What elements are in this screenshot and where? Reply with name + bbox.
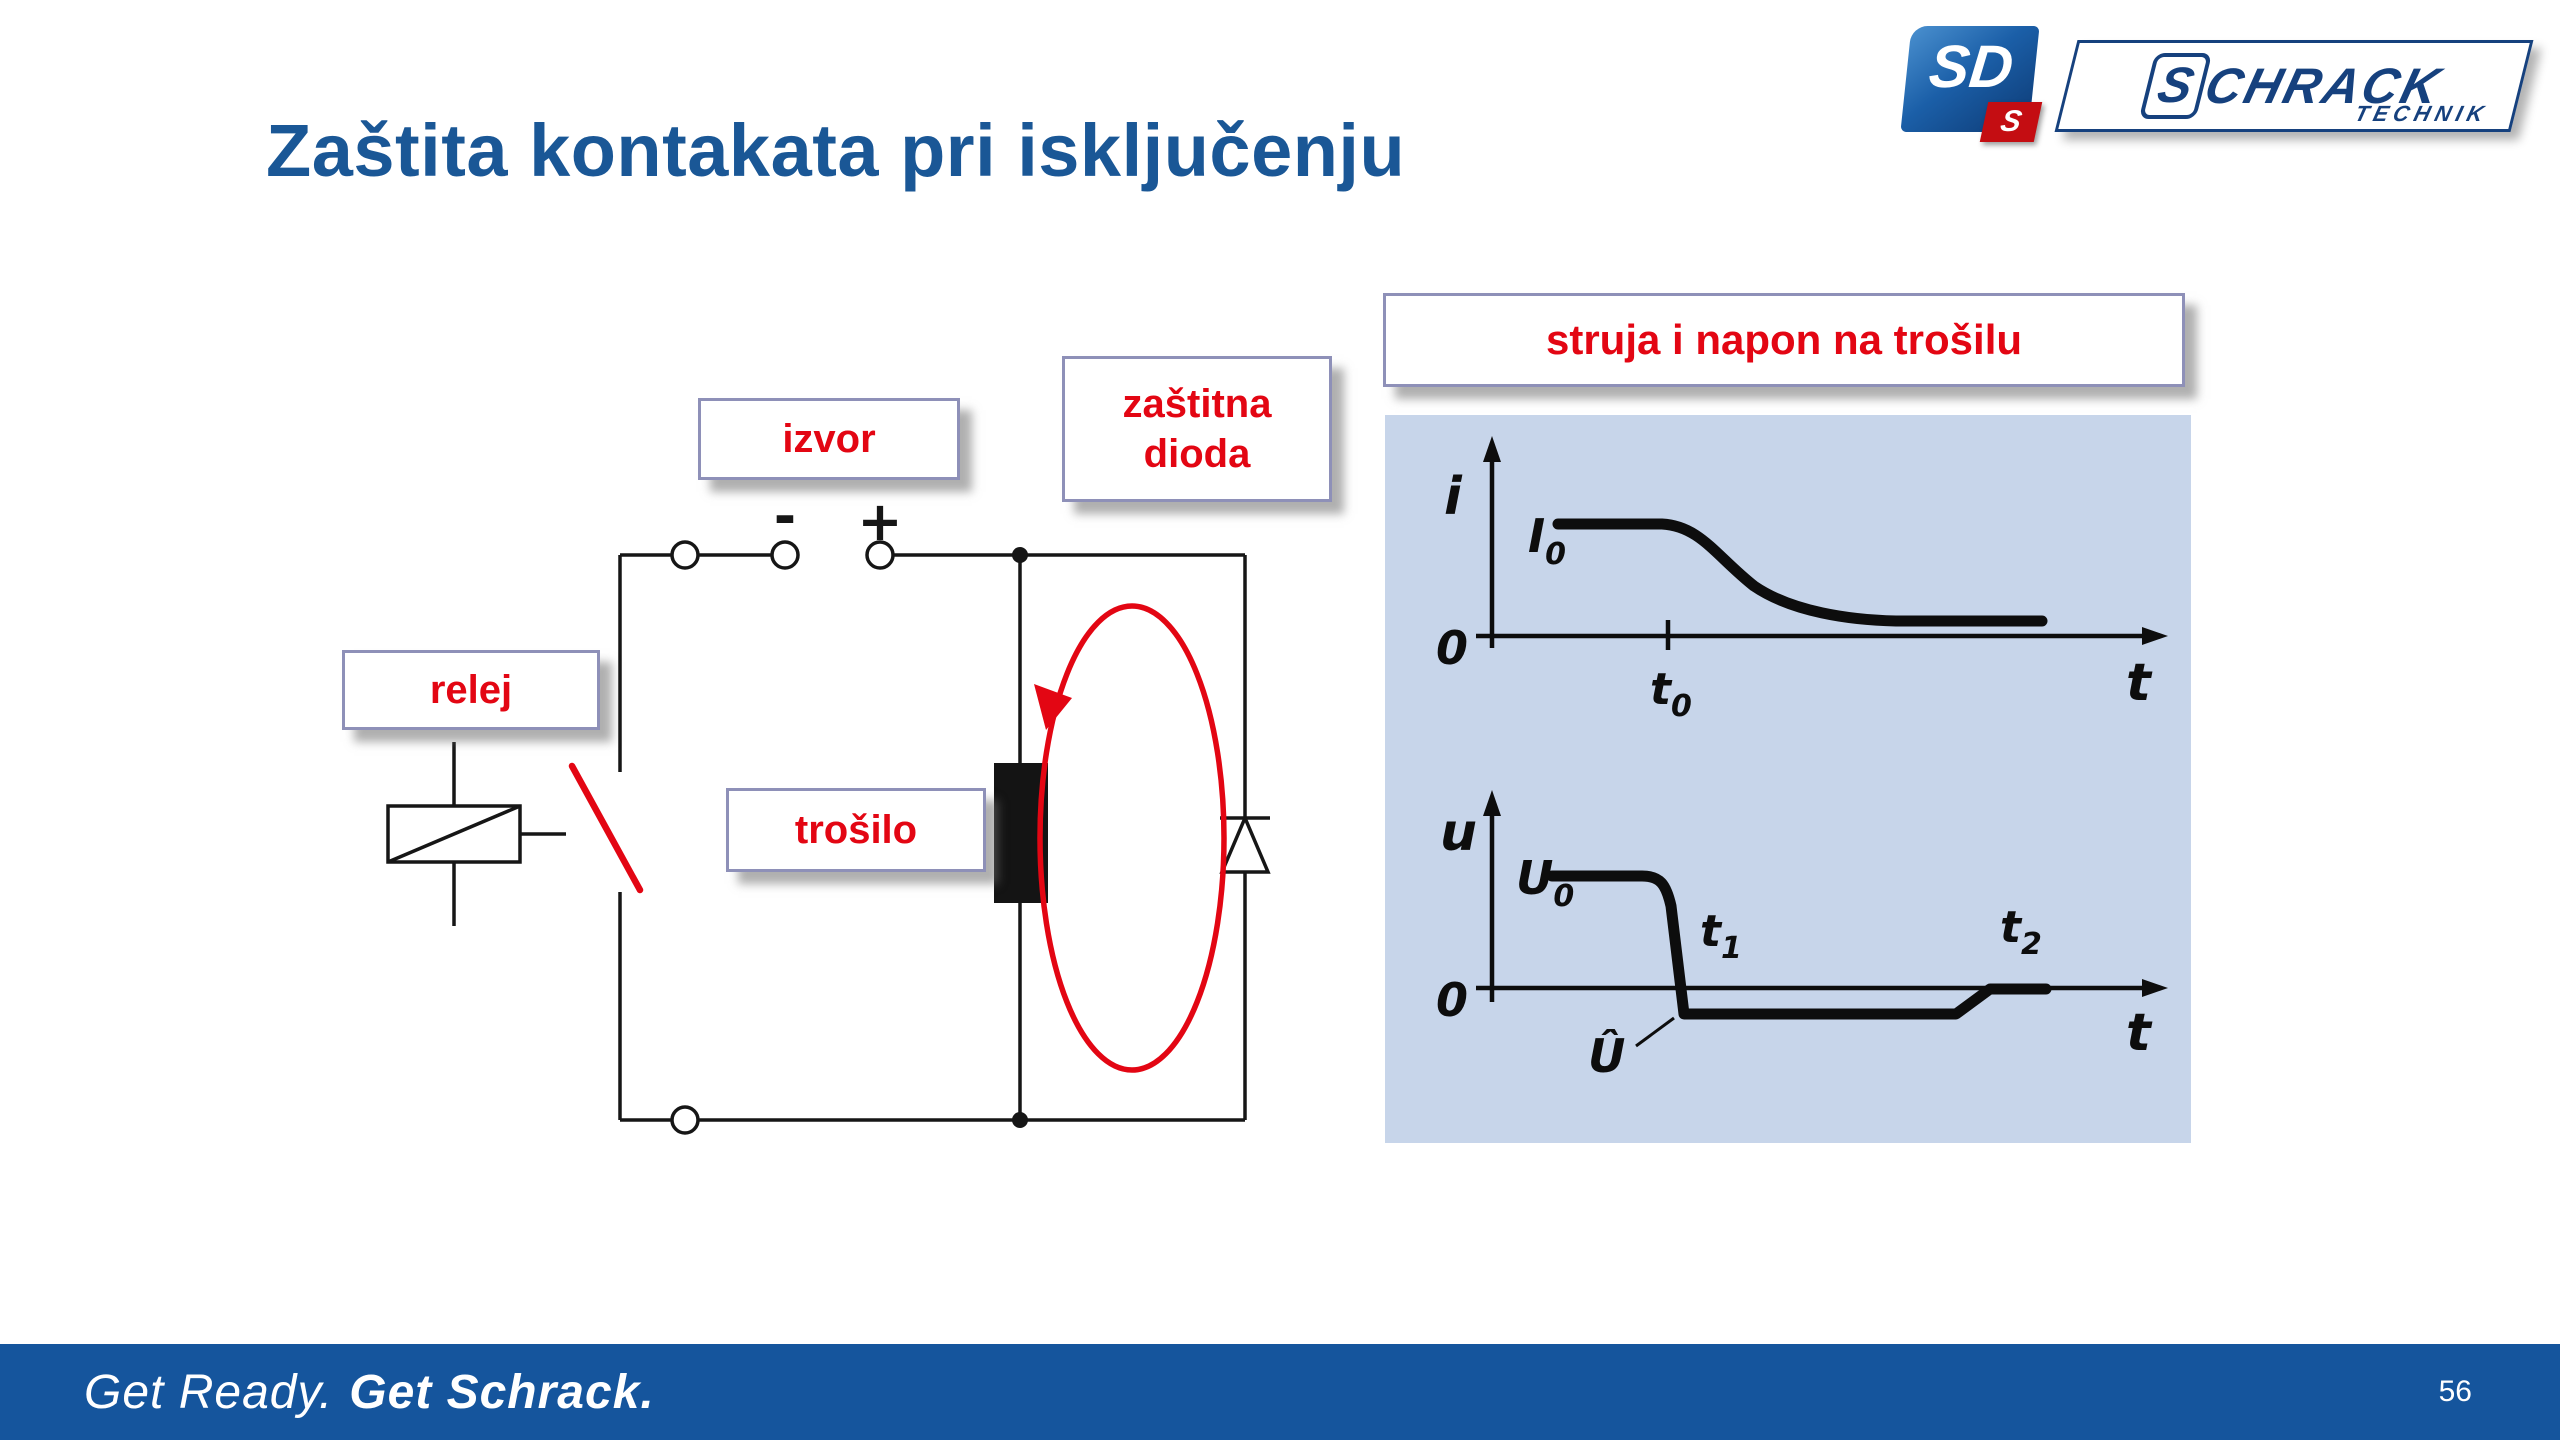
loop-arrow-icon	[1034, 684, 1072, 730]
current-y-label: i	[1444, 467, 1463, 527]
switch-blade	[568, 762, 644, 894]
label-relej: relej	[342, 650, 600, 730]
label-zastitna-dioda-line2: dioda	[1143, 432, 1251, 476]
page-title: Zaštita kontakata pri isključenju	[266, 108, 1406, 192]
label-izvor-text: izvor	[782, 417, 876, 461]
voltage-x-label: t	[2126, 1003, 2153, 1063]
sd-logo-badge: S	[1979, 102, 2043, 142]
label-izvor: izvor	[698, 398, 960, 480]
voltage-t2-label: t2	[2000, 902, 2042, 962]
relay-symbol	[386, 742, 566, 926]
voltage-peak-label: Û	[1588, 1029, 1625, 1083]
terminal-circle	[670, 540, 700, 570]
label-relej-text: relej	[429, 668, 513, 712]
terminal-circle	[670, 1105, 700, 1135]
source-terminal-minus	[770, 540, 800, 570]
plus-sign: +	[857, 490, 902, 553]
footer-get-ready: Get Ready.	[84, 1365, 334, 1419]
schrack-logo: S CHRACK TECHNIK	[2054, 40, 2534, 132]
label-trosilo: trošilo	[726, 788, 986, 872]
charts-panel: i 0 I0 t0 t u 0 U0 t1 t2 Û t	[1385, 415, 2191, 1143]
freewheel-current-loop	[1034, 603, 1227, 1073]
voltage-origin-label: 0	[1436, 973, 1468, 1027]
voltage-chart: u 0 U0 t1 t2 Û t	[1436, 790, 2168, 1083]
label-zastitna-dioda-line1: zaštitna	[1122, 382, 1272, 426]
chart-panel-bg	[1385, 415, 2191, 1143]
footer-get-schrack: Get Schrack.	[349, 1365, 655, 1419]
diode-branch	[1219, 555, 1271, 1120]
current-origin-label: 0	[1436, 621, 1468, 675]
footer-bar: Get Ready. Get Schrack. 56	[0, 1344, 2560, 1440]
bottom-wire	[620, 1105, 1245, 1135]
current-level-label: I0	[1528, 509, 1566, 572]
voltage-y-label: u	[1440, 803, 1477, 863]
current-x-label: t	[2126, 653, 2153, 713]
current-curve	[1552, 518, 2048, 627]
sd-badge-text: S	[1997, 105, 2025, 138]
current-t0-label: t0	[1650, 664, 1692, 724]
diode-symbol	[1219, 813, 1271, 874]
voltage-curve	[1546, 870, 2052, 1020]
label-trosilo-text: trošilo	[794, 808, 918, 852]
chart-header: struja i napon na trošilu	[1383, 293, 2185, 387]
voltage-level-label: U0	[1516, 851, 1574, 914]
current-chart: i 0 I0 t0 t	[1436, 436, 2168, 724]
schrack-technik-text: TECHNIK	[2352, 101, 2492, 126]
voltage-t1-label: t1	[1700, 906, 1742, 966]
circuit-diagram: - +	[386, 490, 1271, 1135]
page-number: 56	[2438, 1375, 2472, 1408]
label-zastitna-dioda: zaštitna dioda	[1062, 356, 1332, 502]
minus-sign: -	[774, 490, 796, 548]
top-wire: - +	[620, 490, 1245, 570]
chart-header-text: struja i napon na trošilu	[1545, 315, 2023, 363]
left-branch-with-switch	[568, 555, 644, 1120]
